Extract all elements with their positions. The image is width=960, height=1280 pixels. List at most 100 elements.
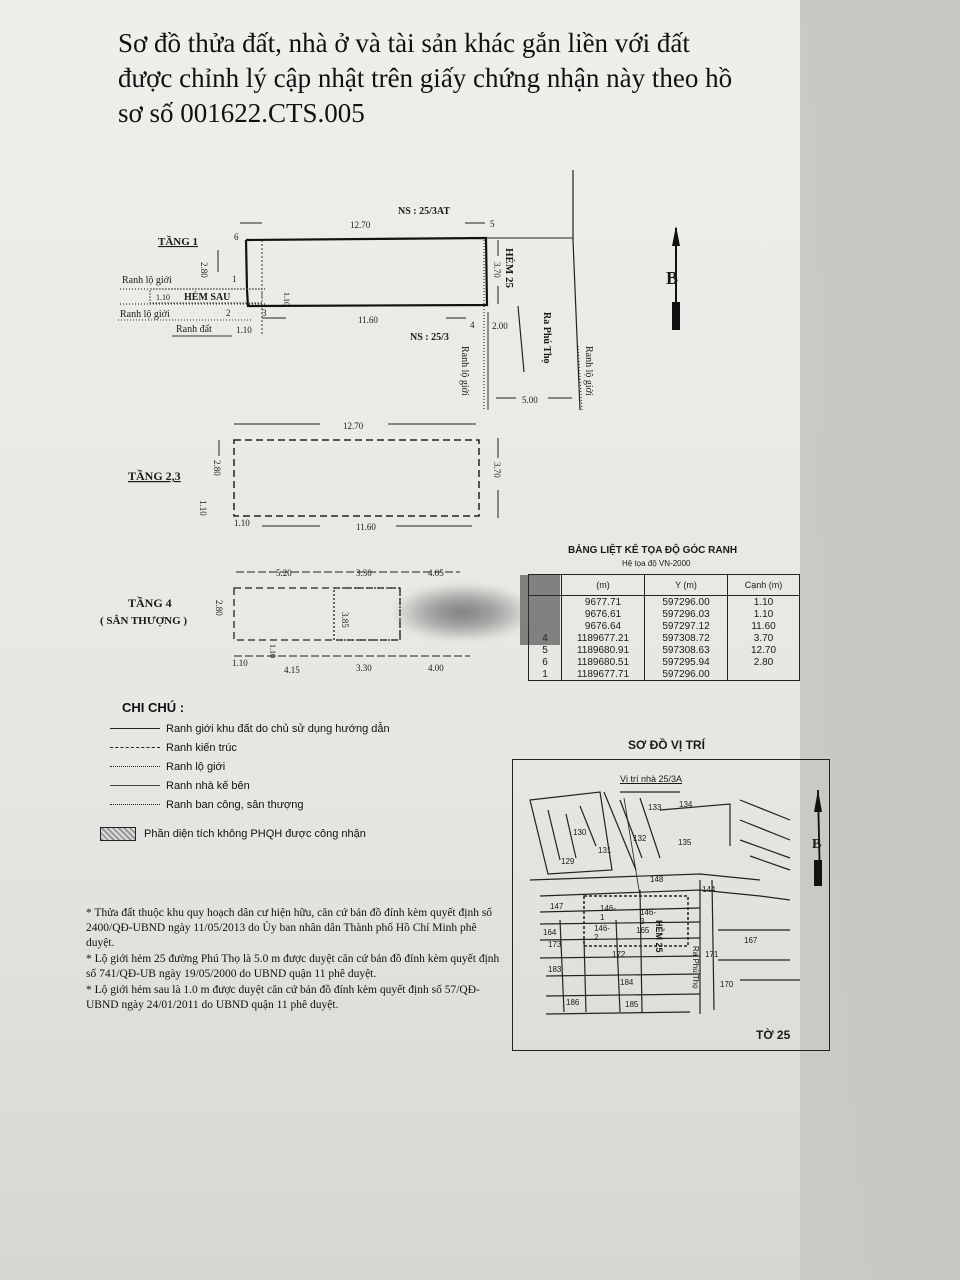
coord-col-edge: Cạnh (m)	[727, 574, 800, 596]
parcel-label: 147	[550, 902, 564, 911]
parcel-label: 144	[702, 885, 716, 894]
legend-item: Ranh nhà kế bên	[110, 776, 440, 795]
north-arrow-top: B	[666, 226, 680, 330]
floor-2-3-label: TẦNG 2,3	[128, 468, 181, 483]
floor-1-dim-bottom: 11.60	[358, 315, 378, 325]
floor-1-dim-left: 2.80	[199, 262, 209, 278]
paper-right-edge	[800, 0, 960, 1280]
parcel-label: 130	[573, 828, 587, 837]
parcel-label: 171	[705, 950, 719, 959]
parcel-label: 132	[633, 834, 647, 843]
heading-line-2: được chỉnh lý cập nhật trên giấy chứng n…	[118, 63, 733, 93]
parcel-label: 131	[598, 846, 612, 855]
parcel-label: 170	[720, 980, 734, 989]
coord-table-header: (m) Y (m) Cạnh (m)	[528, 574, 800, 596]
floor-1-ranh-dat: Ranh đất	[176, 324, 212, 335]
floor-4-dim-b: 3.30	[356, 568, 372, 578]
floor-1-ra-phu-tho: Ra Phú Thọ	[541, 312, 552, 364]
note-item: * Lộ giới hẻm 25 đường Phú Thọ là 5.0 m …	[86, 953, 500, 980]
floor-1-ranh-lo-gioi-top: Ranh lộ giới	[122, 275, 172, 286]
legend-item: Phần diện tích không PHQH được công nhận	[100, 824, 440, 843]
parcel-label: 186	[566, 998, 580, 1007]
floor-4-dim-g: 1.10	[232, 658, 248, 668]
location-map-hem-25: HẺM 25	[654, 920, 664, 953]
floor-1-ns-top: NS : 25/3AT	[398, 206, 450, 217]
floor-1-dim-road-total: 5.00	[522, 395, 538, 405]
coord-col-x: (m)	[561, 574, 645, 596]
note-item: * Thửa đất thuộc khu quy hoạch dân cư hi…	[86, 907, 493, 949]
floor-1-ns-bottom: NS : 25/3	[410, 332, 449, 343]
floor-2-3-dim-left: 2.80	[212, 460, 222, 476]
floor-1-point-5: 5	[490, 219, 495, 229]
parcel-label: 133	[648, 803, 662, 812]
legend-item: Ranh kiến trúc	[110, 738, 440, 757]
parcel-label: 135	[678, 838, 692, 847]
coord-table-subtitle: Hệ tọa độ VN-2000	[622, 559, 691, 568]
floor-2-3-dim-right: 3.70	[492, 462, 502, 478]
location-map-title: SƠ ĐỒ VỊ TRÍ	[628, 738, 705, 752]
floor-4-label-2: ( SÂN THƯỢNG )	[100, 615, 187, 627]
north-letter-top: B	[666, 268, 678, 288]
parcel-label: 164	[543, 928, 557, 937]
parcel-label: 184	[620, 978, 634, 987]
floor-1-hem-25: HẺM 25	[503, 248, 515, 289]
floor-4-plan: 5.20 3.30 4.05 TẦNG 4 ( SÂN THƯỢNG ) 2.8…	[100, 568, 470, 675]
parcel-label: 165	[636, 926, 650, 935]
north-letter-map: B	[812, 837, 821, 852]
floor-1-ranh-lo-gioi-bottom: Ranh lộ giới	[120, 309, 170, 320]
floor-1-point-1: 1	[232, 274, 237, 284]
floor-1-point-4: 4	[470, 320, 475, 330]
legend-item: Ranh lộ giới	[110, 757, 440, 776]
floor-1-dim-road: 2.00	[492, 321, 508, 331]
floor-1-plan: TẦNG 1 NS : 25/3AT 12.70 5 6 2.80 1 Ranh…	[118, 170, 594, 411]
location-map-frame	[512, 759, 830, 1051]
legend-item: Ranh ban công, sân thượng	[110, 795, 440, 814]
location-map-drawing	[529, 791, 800, 1015]
parcel-label: 148	[650, 875, 664, 884]
floor-1-point-3: 3	[262, 308, 267, 318]
floor-4-dim-a: 5.20	[276, 568, 292, 578]
legend-item: Ranh giới khu đất do chủ sử dụng hướng d…	[110, 719, 440, 738]
floor-4-dim-i: 2.80	[214, 600, 224, 616]
floor-4-label: TẦNG 4	[128, 595, 172, 610]
floor-2-3-plan: 12.70 TẦNG 2,3 2.80 1.10 3.70 1.10 11.60	[128, 421, 502, 532]
parcel-label: 185	[625, 1000, 639, 1009]
parcel-label: 146-1	[600, 904, 617, 922]
floor-1-dim-alley: 1.10	[156, 293, 170, 302]
floor-2-3-dim-small: 1.10	[234, 518, 250, 528]
parcel-label: 129	[561, 857, 575, 866]
notes: * Thửa đất thuộc khu quy hoạch dân cư hi…	[86, 906, 506, 1014]
floor-4-dim-h: 3.85	[340, 612, 350, 628]
floor-1-dim-small-2: 1.10	[236, 325, 252, 335]
heading-line-1: Sơ đồ thửa đất, nhà ở và tài sản khác gắ…	[118, 28, 690, 58]
legend: CHI CHÚ : Ranh giới khu đất do chủ sử dụ…	[100, 700, 440, 843]
location-map-ra-phu-tho: Ra Phú Thọ	[691, 946, 700, 989]
floor-1-dim-right: 3.70	[492, 262, 502, 278]
floor-4-dim-f: 4.00	[428, 663, 444, 673]
floor-1-point-6: 6	[234, 232, 239, 242]
parcel-label: 146-3	[640, 908, 657, 926]
coord-table-title: BẢNG LIỆT KÊ TỌA ĐỘ GÓC RANH	[568, 545, 738, 556]
redaction-mark-watermark	[395, 585, 530, 640]
coord-col-y: Y (m)	[644, 574, 728, 596]
floor-1-dim-small: 1.10	[282, 292, 291, 306]
note-item: * Lộ giới hẻm sau là 1.0 m được duyệt că…	[86, 984, 480, 1011]
floor-2-3-dim-left-2: 1.10	[198, 500, 208, 516]
parcel-label: 134	[679, 800, 693, 809]
heading-line-3: sơ số 001622.CTS.005	[118, 98, 365, 128]
parcel-label: 183	[548, 965, 562, 974]
floor-4-dim-d: 4.15	[284, 665, 300, 675]
floor-2-3-dim-bottom: 11.60	[356, 522, 376, 532]
floor-4-dim-j: 1.10	[268, 644, 277, 658]
parcel-label: 146-2	[594, 924, 611, 942]
north-arrow-map: B	[812, 789, 822, 886]
